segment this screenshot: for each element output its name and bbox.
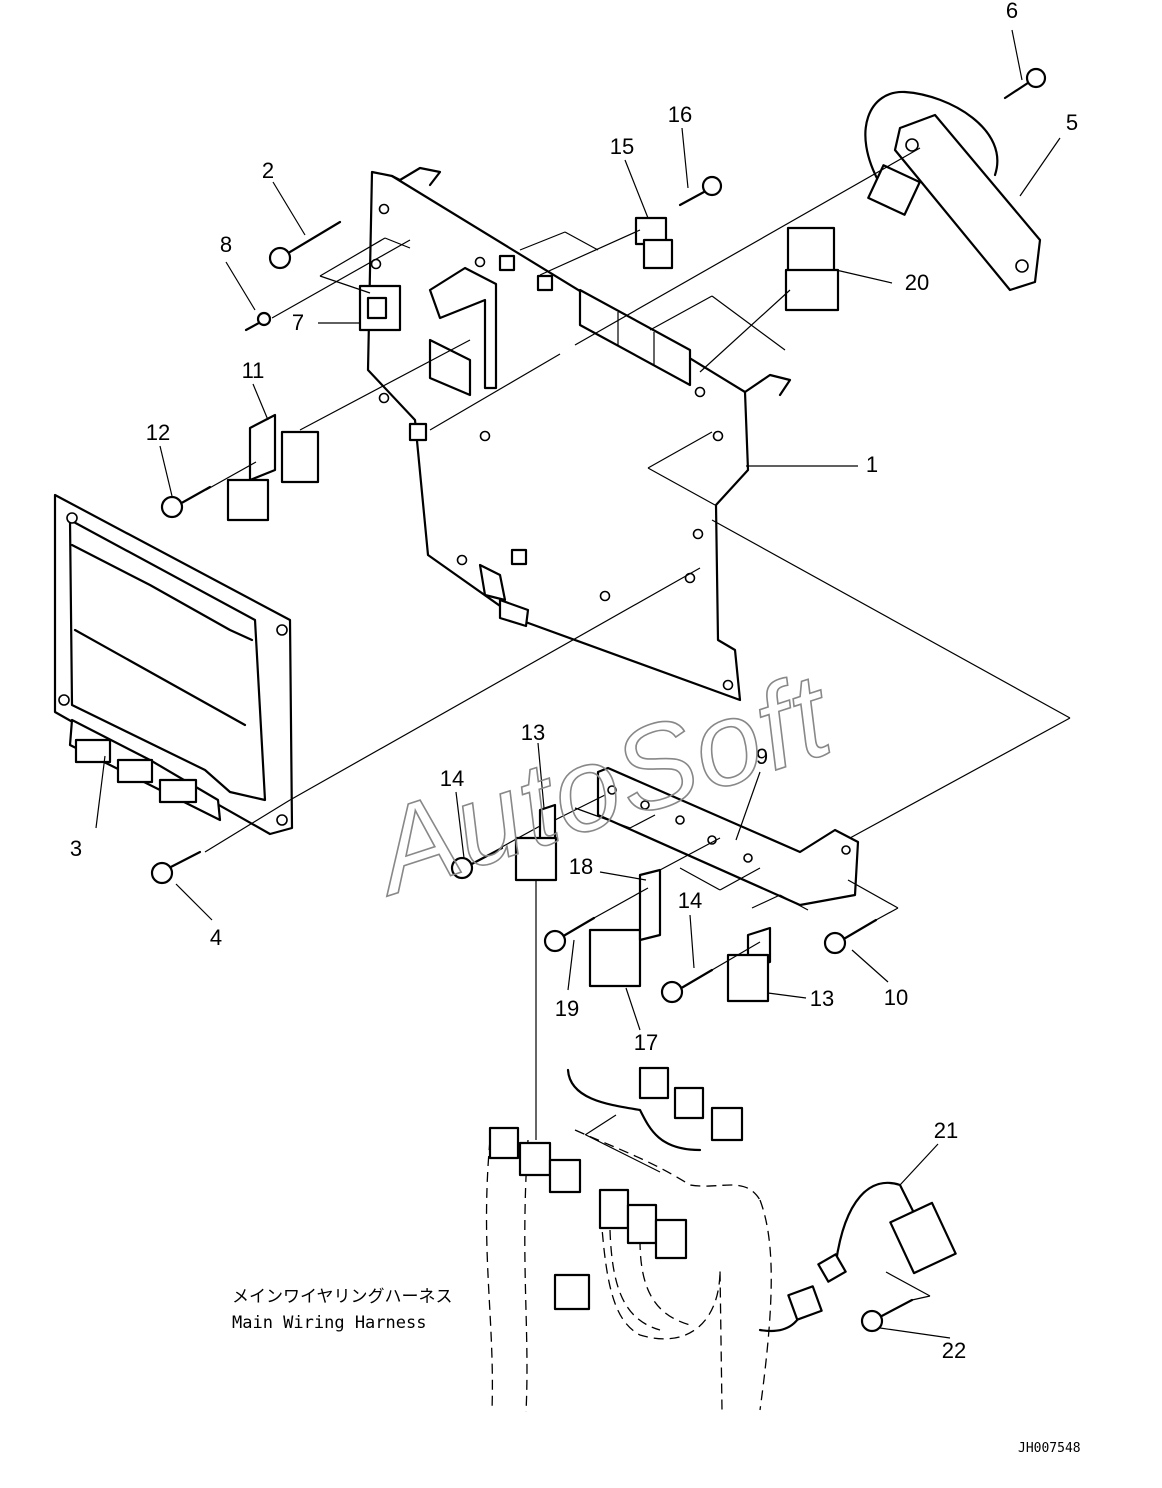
label-part-18: 18 (569, 854, 593, 879)
label-part-9: 9 (756, 744, 768, 769)
drawing-code: JH007548 (1018, 1441, 1081, 1456)
label-part-15: 15 (610, 134, 634, 159)
relay-13-right (726, 926, 772, 1003)
relay-17 (588, 868, 662, 988)
relay-15 (634, 216, 674, 270)
leader-lines (95, 29, 1061, 1339)
label-part-19: 19 (555, 996, 579, 1021)
label-part-16: 16 (668, 102, 692, 127)
label-part-17: 17 (634, 1030, 658, 1055)
main-wiring-harness (485, 1066, 823, 1413)
label-part-14-right: 14 (678, 888, 702, 913)
bolt-19 (543, 916, 596, 953)
part-labels: 1 2 3 4 5 6 7 8 9 10 11 12 13 13 14 14 1… (70, 0, 1078, 1363)
label-part-20: 20 (905, 270, 929, 295)
screw-8 (244, 311, 272, 332)
sensor-21 (817, 1181, 957, 1283)
label-part-14-left: 14 (440, 766, 464, 791)
bolt-14-right (660, 968, 714, 1004)
bolt-10 (823, 918, 878, 955)
relay-11 (226, 413, 320, 522)
bolt-2 (268, 220, 342, 270)
mounting-plate (366, 166, 792, 702)
harness-note-en: Main Wiring Harness (232, 1313, 426, 1333)
label-part-5: 5 (1066, 110, 1078, 135)
connector-7 (358, 284, 402, 332)
label-part-21: 21 (934, 1118, 958, 1143)
label-part-6: 6 (1006, 0, 1018, 23)
harness-connectors (488, 1066, 823, 1321)
relay-13-left (514, 803, 558, 882)
label-part-22: 22 (942, 1338, 966, 1363)
controller-ecu (53, 493, 294, 836)
label-part-10: 10 (884, 985, 908, 1010)
label-part-7: 7 (292, 310, 304, 335)
label-part-11: 11 (242, 358, 265, 383)
bolt-12 (160, 485, 212, 519)
bolt-6 (1003, 67, 1047, 100)
relay-20 (784, 226, 840, 312)
guide-lines (204, 147, 1071, 1301)
bolt-14-left (450, 846, 504, 880)
label-part-8: 8 (220, 232, 232, 257)
label-part-13-lower: 13 (810, 986, 834, 1011)
label-part-2: 2 (262, 158, 274, 183)
sensor-bracket (864, 90, 1042, 292)
bolt-16 (678, 175, 723, 207)
label-part-4: 4 (210, 925, 222, 950)
bolt-4 (150, 850, 202, 885)
bolt-22 (860, 1298, 914, 1333)
harness-note-jp: メインワイヤリングハーネス (232, 1287, 453, 1307)
label-part-12: 12 (146, 420, 170, 445)
label-part-1: 1 (866, 452, 878, 477)
label-part-3: 3 (70, 836, 82, 861)
label-part-13-upper: 13 (521, 720, 545, 745)
